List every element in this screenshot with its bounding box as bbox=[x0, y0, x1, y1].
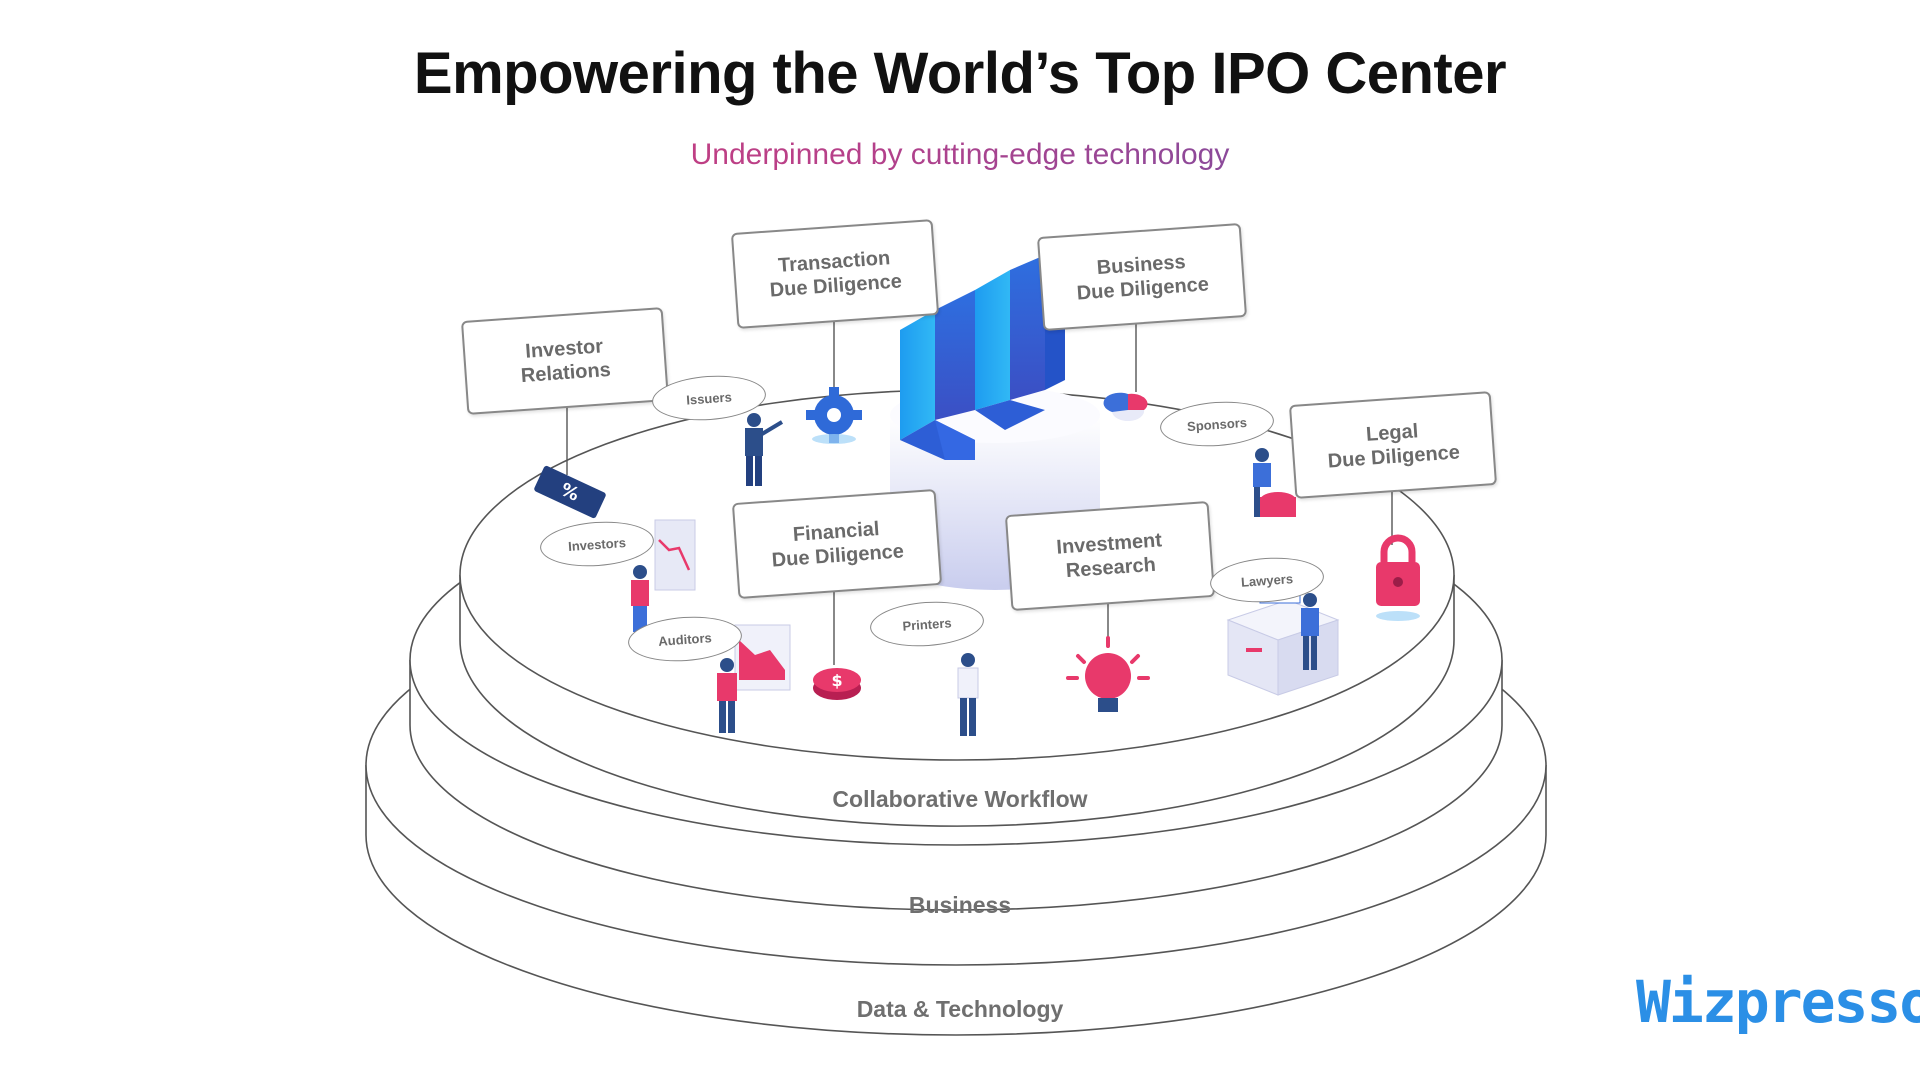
page-title: Empowering the World’s Top IPO Center bbox=[413, 41, 1507, 106]
presentation-board-icon bbox=[734, 624, 791, 691]
label-investment-research: Investment Research bbox=[1004, 501, 1216, 611]
gear-icon bbox=[806, 387, 862, 444]
auditor-figure bbox=[717, 658, 737, 733]
label-investor-relations: Investor Relations bbox=[460, 307, 670, 415]
tier-label-data-technology: Data & Technology bbox=[856, 996, 1064, 1022]
label-transaction-due-diligence: Transaction Due Diligence bbox=[730, 219, 940, 329]
lightbulb-icon bbox=[1066, 636, 1150, 712]
pie-chart-icon bbox=[1103, 392, 1148, 422]
label-financial-due-diligence: Financial Due Diligence bbox=[731, 489, 943, 599]
tier-label-business: Business bbox=[908, 892, 1012, 918]
wizpresso-logo: Wizpresso bbox=[1636, 968, 1920, 1036]
tier-label-collaborative-workflow: Collaborative Workflow bbox=[832, 786, 1088, 812]
percent-ticket-icon: % bbox=[534, 465, 606, 519]
investor-figure bbox=[631, 565, 649, 632]
svg-text:$: $ bbox=[831, 671, 842, 690]
padlock-icon bbox=[1376, 534, 1420, 621]
label-business-due-diligence: Business Due Diligence bbox=[1036, 222, 1248, 332]
printer-figure bbox=[957, 653, 979, 736]
chart-board-icon bbox=[654, 519, 696, 591]
label-legal-due-diligence: Legal Due Diligence bbox=[1288, 391, 1498, 499]
lawyer-figure bbox=[1301, 593, 1319, 670]
dollar-coin-icon: $ bbox=[813, 668, 861, 700]
page-subtitle: Underpinned by cutting-edge technology bbox=[0, 138, 1920, 172]
sponsor-figure bbox=[1253, 448, 1296, 517]
issuer-figure bbox=[745, 413, 784, 486]
